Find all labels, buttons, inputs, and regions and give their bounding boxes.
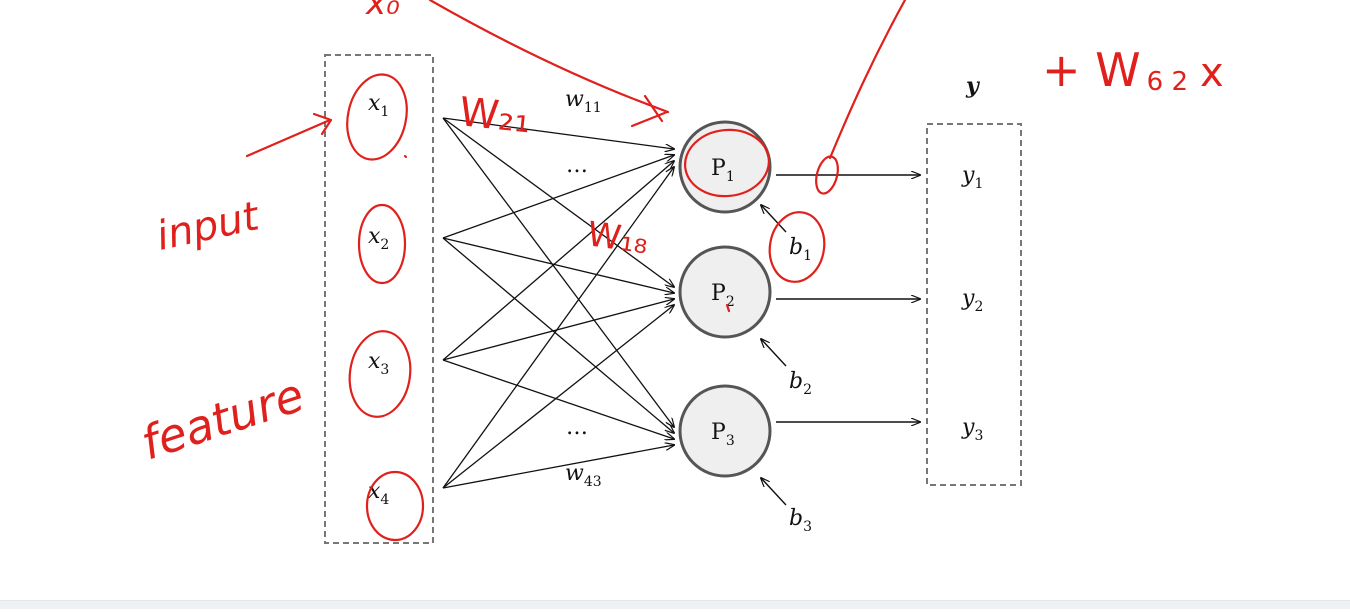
edge-x2-p2 [442, 237, 674, 293]
ink-circle-p1 [683, 128, 771, 198]
neuron-2: P2 [678, 245, 772, 339]
edge-x3-p2 [442, 299, 674, 361]
ink-rising-line [828, 0, 907, 160]
ink-top-cross [630, 94, 669, 128]
weight-w11: w11 [565, 87, 602, 116]
bias-b3: b3 [789, 506, 812, 535]
neuron-3: P3 [678, 384, 772, 478]
edge-x2-p1 [442, 155, 674, 239]
ink-text-feature: feature [135, 367, 311, 470]
input-layer-box [324, 54, 434, 544]
ink-circle-x2 [357, 203, 407, 285]
ink-text-w21: W₂₁ [457, 89, 533, 142]
ink-circle-b1 [768, 211, 826, 283]
output-y1: y1 [961, 163, 983, 192]
neuron-1-sub: 1 [726, 169, 735, 185]
input-x3: x3 [368, 349, 389, 378]
bias-arrow-2 [761, 339, 787, 367]
edge-x1-p1 [442, 117, 674, 149]
ink-text-x0: x₀ [365, 0, 400, 23]
svg-text:P1: P1 [711, 156, 735, 185]
ink-input-arrow [245, 112, 333, 158]
bias-b1: b1 [789, 235, 812, 264]
bottom-toolbar-strip [0, 600, 1350, 609]
neuron-1: P1 [678, 120, 772, 214]
input-x4: x4 [368, 479, 389, 508]
edge-x4-p3 [442, 445, 674, 489]
svg-text:P3: P3 [711, 420, 735, 449]
ellipsis-bottom: … [566, 415, 588, 440]
weight-w43: w43 [565, 461, 602, 490]
svg-text:P2: P2 [711, 281, 735, 310]
ink-text-w18: W₁₈ [585, 214, 651, 262]
edge-x4-p1 [442, 167, 674, 489]
edge-x3-p3 [442, 359, 674, 439]
bias-b2: b2 [789, 369, 812, 398]
output-y3: y3 [961, 415, 983, 444]
ink-dot-1 [403, 154, 408, 159]
output-y2: y2 [961, 286, 983, 315]
edge-x3-p1 [442, 161, 674, 361]
neuron-3-label: P [711, 420, 726, 445]
output-vector-label: y [965, 73, 981, 99]
ink-circle-x1 [346, 73, 408, 161]
bias-arrow-1 [761, 205, 787, 233]
connection-lines [442, 117, 674, 489]
ink-mark-p2 [725, 303, 731, 313]
neuron-2-label: P [711, 281, 726, 306]
ink-text-input: input [153, 193, 264, 260]
bias-arrow-3 [761, 478, 787, 506]
ink-circle-x3 [348, 330, 412, 418]
neuron-3-sub: 3 [726, 433, 735, 449]
ink-circle-x4 [365, 470, 425, 542]
ellipsis-top: … [566, 153, 588, 178]
edge-x4-p2 [442, 305, 674, 489]
ink-oval-output [815, 155, 839, 195]
output-layer-box [926, 123, 1022, 486]
edge-x1-p2 [442, 117, 674, 287]
neuron-2-sub: 2 [726, 294, 735, 310]
input-x2: x2 [368, 224, 389, 253]
neuron-1-label: P [711, 156, 726, 181]
edge-x2-p3 [442, 237, 674, 433]
edge-x1-p3 [442, 117, 674, 427]
input-x1: x1 [368, 91, 389, 120]
ink-top-curve [428, 0, 670, 114]
